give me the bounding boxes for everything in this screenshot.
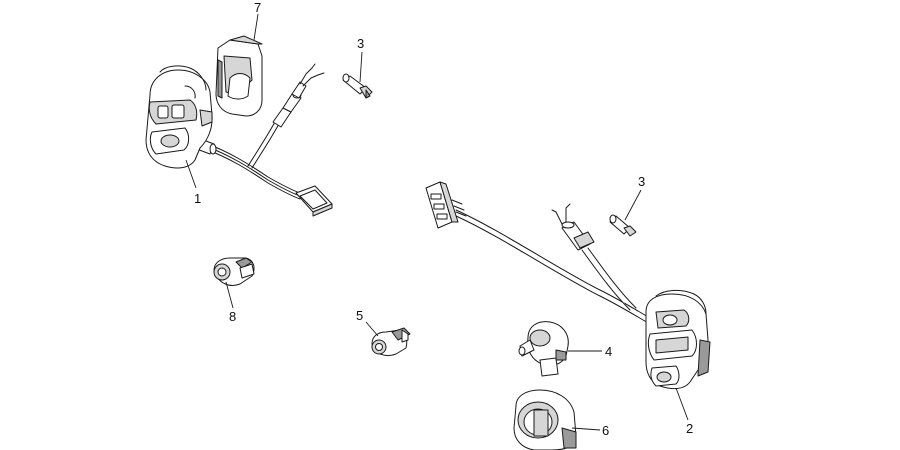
bulb-upper [342,73,373,99]
switch-cover [215,35,263,117]
callout-2: 2 [686,421,693,436]
callout-8: 8 [229,309,236,324]
leader-3a [359,51,363,83]
callout-6: 6 [602,423,609,438]
left-handlebar-switch [145,65,213,169]
callout-3-upper: 3 [357,36,364,51]
right-wiring-harness [425,181,651,325]
leader-5 [365,321,379,337]
leader-8 [225,281,234,309]
leader-2 [675,387,689,421]
leader-7 [253,13,259,41]
callout-4: 4 [605,344,612,359]
leader-3b [624,189,642,221]
callout-5: 5 [356,308,363,323]
callout-3-lower: 3 [638,174,645,189]
left-wiring-harness [193,63,333,217]
leader-1 [185,159,197,189]
leader-6 [571,427,601,431]
bulb-lower [609,214,637,237]
ignition-switch [518,321,569,377]
rocker-switch [371,327,411,357]
callout-1: 1 [194,191,201,206]
small-push-switch [213,257,255,286]
leader-lines [185,13,689,431]
callout-labels: 1 2 3 3 4 5 6 7 8 [194,0,693,438]
callout-7: 7 [254,0,261,15]
right-handlebar-switch [645,289,711,390]
switch-housing [513,389,577,450]
